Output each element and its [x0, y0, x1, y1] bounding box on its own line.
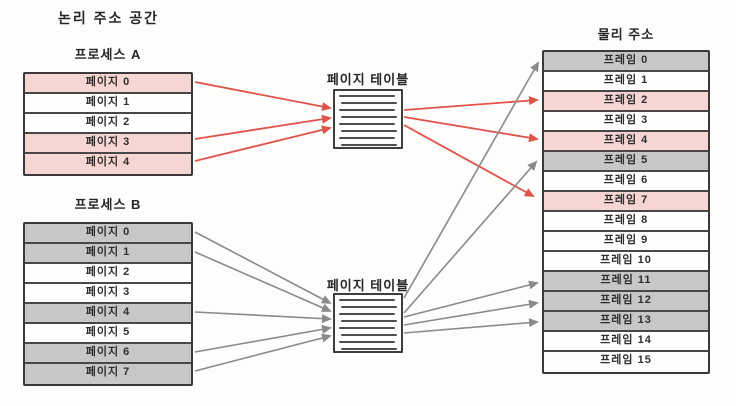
process-b-page-row: 페이지 4	[25, 304, 191, 324]
process-b-page-row: 페이지 2	[25, 264, 191, 284]
frame-row: 프레임 7	[544, 192, 708, 212]
page-table-entry-line	[341, 348, 397, 350]
page-table-a-box	[333, 89, 403, 149]
arrow-pagetableB-to-frame13	[403, 318, 539, 334]
page-table-entry-line	[339, 327, 395, 329]
frame-row: 프레임 3	[544, 112, 708, 132]
page-table-entry-line	[339, 95, 395, 97]
arrow-procB-page7-to-pagetableB	[194, 333, 332, 372]
page-table-entry-line	[339, 299, 395, 301]
logical-address-space-title: 논리 주소 공간	[58, 10, 160, 26]
process-b-page-row: 페이지 1	[25, 244, 191, 264]
page-table-entry-line	[341, 320, 397, 322]
page-table-a-title: 페이지 테이블	[326, 72, 410, 87]
process-b-title: 프로세스 B	[74, 197, 142, 212]
process-a-page-row: 페이지 1	[25, 94, 191, 114]
page-table-entry-line	[341, 306, 397, 308]
arrow-procA-page4-to-pagetableA	[194, 125, 332, 162]
frame-row: 프레임 2	[544, 92, 708, 112]
page-table-entry-line	[339, 313, 395, 315]
process-a-title: 프로세스 A	[74, 47, 142, 62]
page-table-entry-line	[339, 109, 395, 111]
process-a-table: 페이지 0 페이지 1 페이지 2 페이지 3 페이지 4	[23, 72, 193, 176]
page-table-entry-line	[339, 137, 395, 139]
page-table-entry-line	[341, 144, 397, 146]
frame-row: 프레임 15	[544, 352, 708, 372]
process-b-page-row: 페이지 5	[25, 324, 191, 344]
arrow-pagetableB-to-frame12	[403, 299, 539, 326]
page-table-entry-line	[341, 334, 397, 336]
arrow-pagetableA-to-frame2	[403, 96, 539, 111]
page-table-b-title: 페이지 테이블	[326, 278, 410, 293]
frame-row: 프레임 0	[544, 52, 708, 72]
page-table-entry-line	[339, 123, 395, 125]
arrow-pagetableB-to-frame0	[403, 61, 539, 299]
process-b-page-row: 페이지 6	[25, 344, 191, 364]
page-table-entry-line	[341, 130, 397, 132]
process-a-page-row: 페이지 3	[25, 134, 191, 154]
arrow-pagetableA-to-frame7	[403, 124, 535, 197]
frame-row: 프레임 10	[544, 252, 708, 272]
page-table-b-box	[333, 293, 403, 353]
frame-row: 프레임 13	[544, 312, 708, 332]
physical-address-title: 물리 주소	[597, 27, 655, 42]
process-a-page-row: 페이지 0	[25, 74, 191, 94]
physical-frame-table: 프레임 0 프레임 1 프레임 2 프레임 3 프레임 4 프레임 5 프레임 …	[542, 50, 710, 374]
process-b-table: 페이지 0 페이지 1 페이지 2 페이지 3 페이지 4 페이지 5 페이지 …	[23, 222, 193, 386]
page-table-entry-line	[339, 341, 395, 343]
arrow-procB-page6-to-pagetableB	[194, 324, 332, 353]
arrow-pagetableA-to-frame4	[403, 116, 539, 143]
frame-row: 프레임 12	[544, 292, 708, 312]
frame-row: 프레임 4	[544, 132, 708, 152]
process-b-page-row: 페이지 7	[25, 364, 191, 384]
page-table-entry-line	[341, 102, 397, 104]
frame-row: 프레임 11	[544, 272, 708, 292]
frame-row: 프레임 1	[544, 72, 708, 92]
frame-row: 프레임 9	[544, 232, 708, 252]
process-b-page-row: 페이지 3	[25, 284, 191, 304]
process-a-page-row: 페이지 4	[25, 154, 191, 174]
frame-row: 프레임 6	[544, 172, 708, 192]
arrow-procA-page3-to-pagetableA	[194, 114, 332, 140]
arrow-procB-page4-to-pagetableB	[194, 311, 332, 324]
process-b-page-row: 페이지 0	[25, 224, 191, 244]
page-table-entry-line	[341, 116, 397, 118]
frame-row: 프레임 14	[544, 332, 708, 352]
frame-row: 프레임 8	[544, 212, 708, 232]
frame-row: 프레임 5	[544, 152, 708, 172]
process-a-page-row: 페이지 2	[25, 114, 191, 134]
